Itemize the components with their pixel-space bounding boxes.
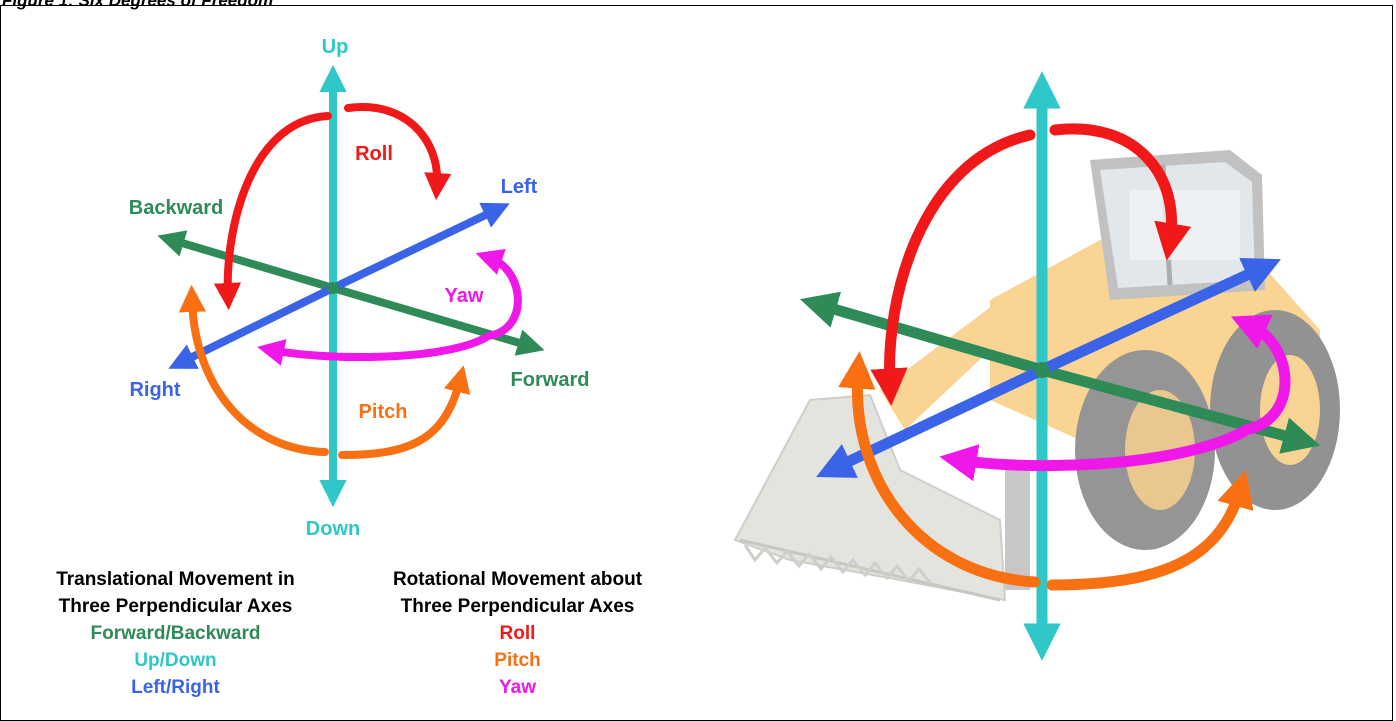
rotational-legend: Rotational Movement about Three Perpendi… (360, 566, 675, 701)
left-label: Left (501, 176, 538, 198)
right-dof-diagram (799, 71, 1321, 661)
legend-roll: Roll (499, 623, 536, 644)
yaw-arc-front (257, 334, 489, 366)
loader-pitch-arc (838, 351, 1041, 588)
rotational-heading-line2: Three Perpendicular Axes (400, 596, 635, 617)
yaw-label: Yaw (445, 285, 484, 307)
forward-axis-segment (331, 284, 545, 356)
left-axis-segment (331, 202, 510, 292)
legend-yaw: Yaw (499, 677, 536, 698)
roll-arc-right (344, 102, 452, 201)
forward-label: Forward (511, 369, 590, 391)
loader-backward-axis (799, 291, 1044, 376)
backward-axis-segment (157, 230, 335, 292)
loader-yaw-arc-front (939, 426, 1249, 482)
loader-yaw-arc (1230, 314, 1291, 436)
translational-heading-line2: Three Perpendicular Axes (58, 596, 293, 617)
roll-label: Roll (355, 143, 393, 165)
pitch-arc-right (338, 365, 471, 459)
legend-left-right: Left/Right (131, 677, 220, 698)
right-label: Right (129, 379, 180, 401)
pitch-arc (178, 284, 329, 456)
backward-label: Backward (129, 197, 224, 219)
legend-forward-backward: Forward/Backward (90, 623, 261, 644)
legend-up-down: Up/Down (134, 650, 217, 671)
up-label: Up (322, 36, 349, 58)
loader-pitch-arc-right (1046, 469, 1254, 591)
left-dof-diagram (157, 64, 545, 508)
yaw-arc (475, 249, 522, 340)
translational-legend: Translational Movement in Three Perpendi… (18, 566, 333, 701)
roll-arc (213, 112, 332, 311)
legend-pitch: Pitch (494, 650, 541, 671)
loader-left-axis (1039, 257, 1281, 375)
loader-roll-arc (870, 129, 1036, 406)
loader-roll-arc-right (1049, 123, 1192, 261)
translational-heading-line1: Translational Movement in (56, 569, 295, 590)
pitch-label: Pitch (359, 401, 408, 423)
rotational-heading-line1: Rotational Movement about (392, 569, 643, 590)
right-axis-segment (168, 284, 335, 369)
down-label: Down (306, 518, 360, 540)
